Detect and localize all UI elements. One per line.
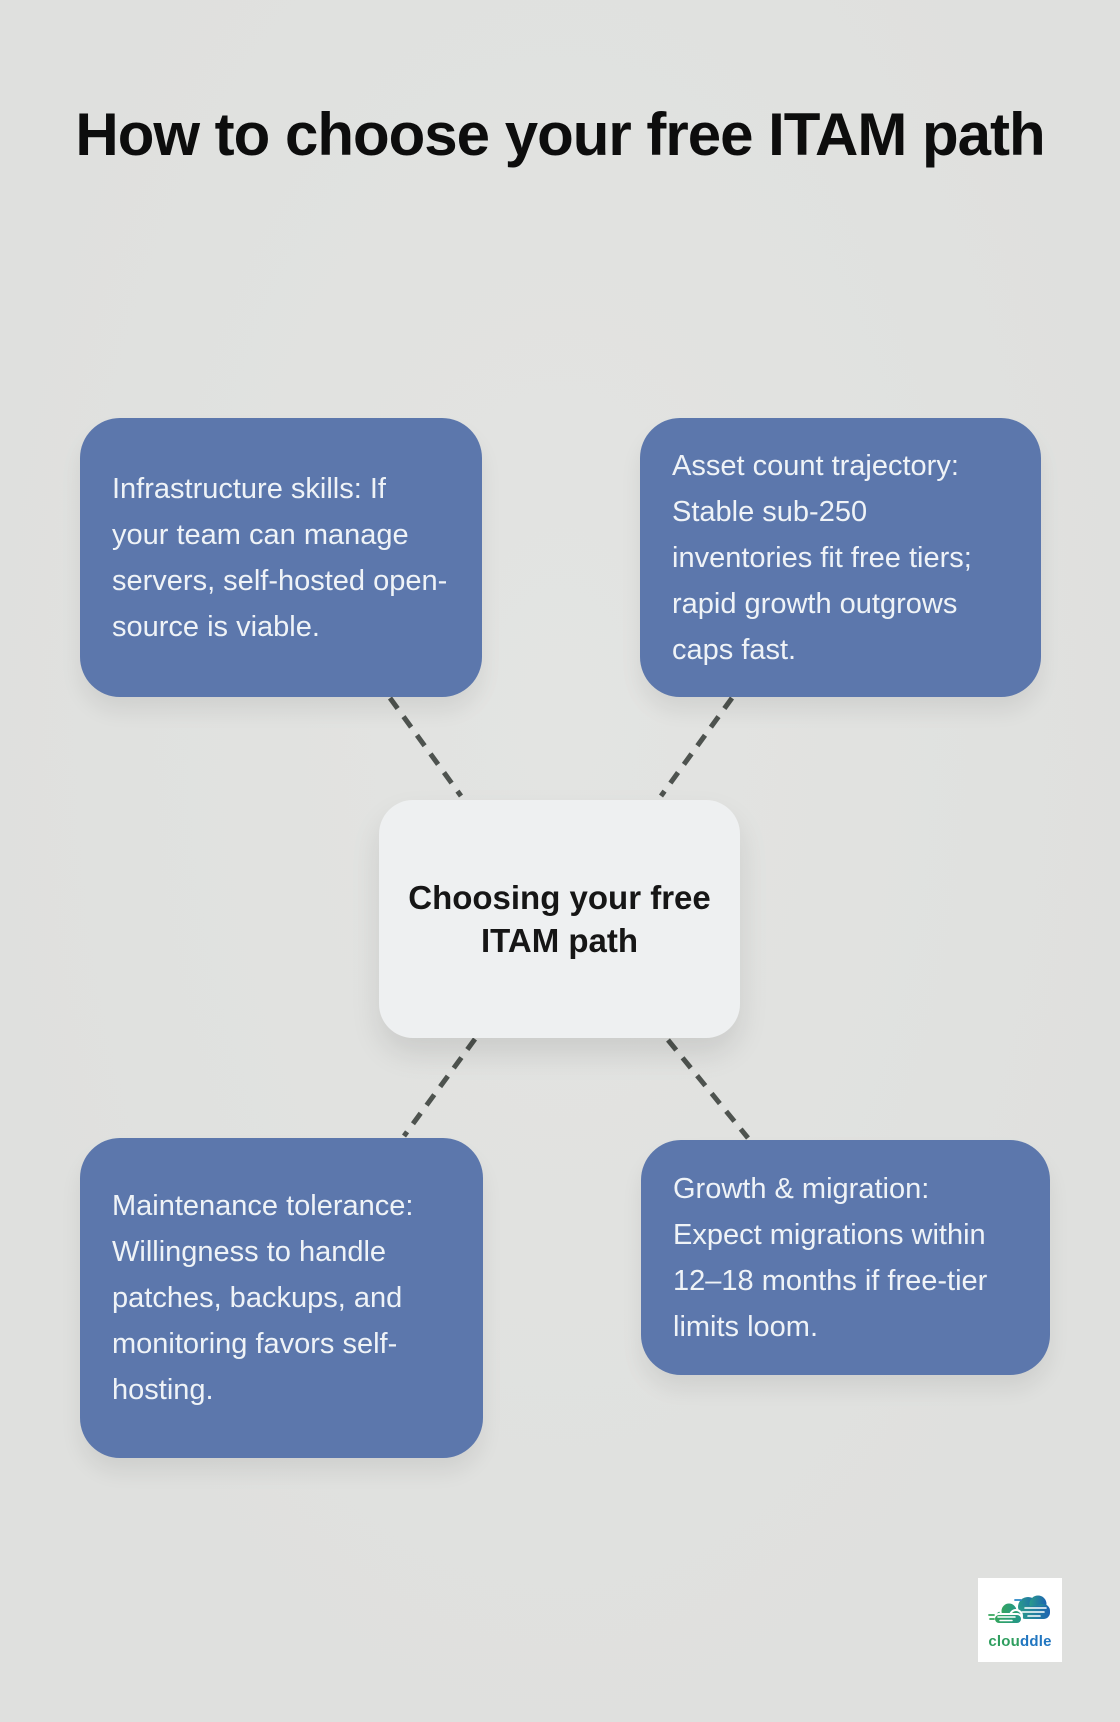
logo-wordmark-left: clou xyxy=(988,1632,1020,1650)
center-node: Choosing your free ITAM path xyxy=(379,800,740,1038)
logo-wordmark-right: ddle xyxy=(1020,1632,1052,1650)
node-text: Maintenance tolerance: Willingness to ha… xyxy=(112,1190,414,1406)
node-asset-count-trajectory: Asset count trajectory: Stable sub-250 i… xyxy=(640,418,1041,697)
page-title-text: How to choose your free ITAM path xyxy=(75,101,1045,168)
node-text: Growth & migration: Expect migrations wi… xyxy=(673,1172,988,1343)
connector-bottom-right xyxy=(666,1038,750,1140)
logo-wordmark: clouddle xyxy=(988,1632,1052,1650)
cloud-icon xyxy=(988,1595,1050,1625)
node-growth-migration: Growth & migration: Expect migrations wi… xyxy=(641,1140,1050,1375)
node-maintenance-tolerance: Maintenance tolerance: Willingness to ha… xyxy=(80,1138,483,1458)
connector-bottom-left xyxy=(401,1037,478,1138)
connector-top-right xyxy=(658,696,735,798)
page-title: How to choose your free ITAM path xyxy=(0,92,1120,178)
node-text: Infrastructure skills: If your team can … xyxy=(112,472,448,643)
clouddle-logo: clouddle xyxy=(978,1578,1062,1662)
node-infrastructure-skills: Infrastructure skills: If your team can … xyxy=(80,418,482,697)
connector-top-left xyxy=(387,696,464,798)
node-text: Asset count trajectory: Stable sub-250 i… xyxy=(672,449,972,666)
center-node-label: Choosing your free ITAM path xyxy=(408,879,711,959)
